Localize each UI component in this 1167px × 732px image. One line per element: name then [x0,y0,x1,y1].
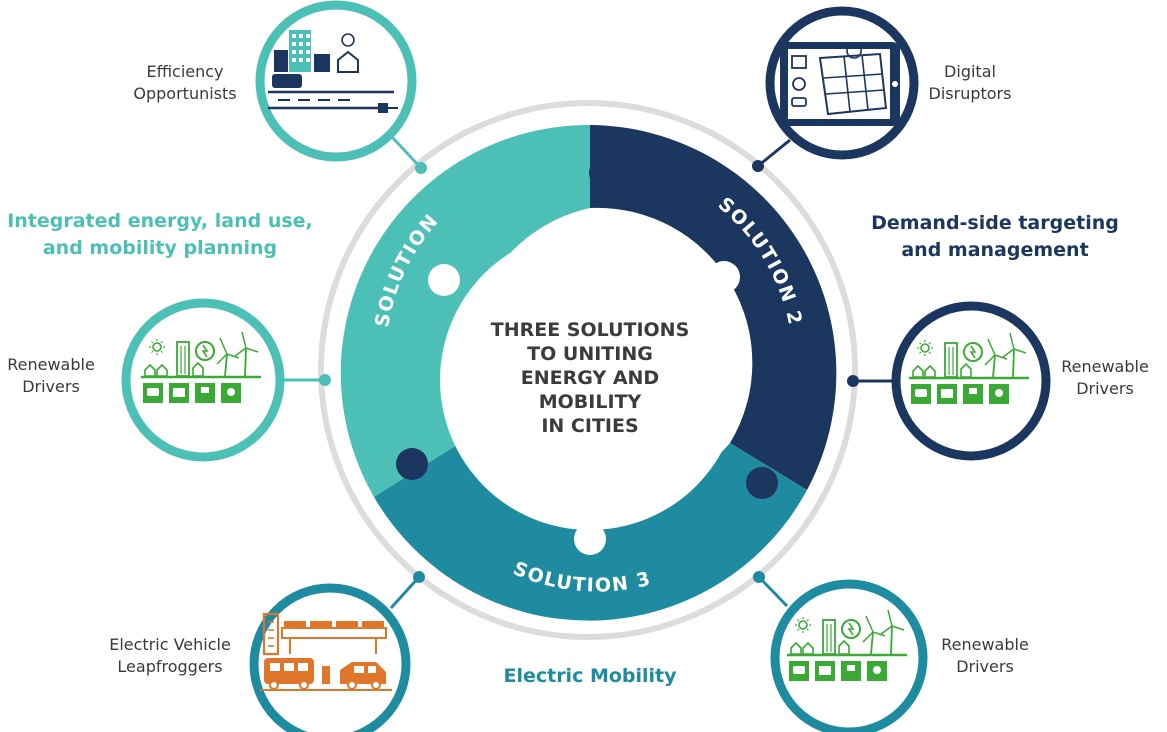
persona-label: Renewable Drivers [941,635,1029,676]
persona-renewable-drivers-left[interactable] [121,298,285,462]
outer-ring [318,100,858,640]
persona-efficiency-opportunists[interactable] [255,0,417,162]
persona-label: Efficiency Opportunists [133,62,237,103]
persona-renewable-drivers-right[interactable] [891,301,1051,461]
puzzle-knob [589,157,621,189]
solution-2-segment[interactable] [590,125,837,490]
puzzle-knob [708,261,740,293]
persona-digital-disruptors[interactable] [765,6,919,160]
tablet-map-icon [779,41,901,127]
solution-1-theme: Integrated energy, land use, and mobilit… [7,210,313,259]
persona-label: Renewable Drivers [1061,357,1149,398]
persona-label: Digital Disruptors [928,62,1012,103]
persona-ev-leapfroggers[interactable] [249,583,411,732]
persona-label: Electric Vehicle Leapfroggers [109,635,231,676]
solution-3-theme: Electric Mobility [503,665,677,687]
persona-renewable-drivers-bottom[interactable] [770,579,928,732]
persona-label: Renewable Drivers [7,355,95,396]
connectors [284,134,895,610]
puzzle-knob [428,264,460,296]
puzzle-knob [396,448,428,480]
puzzle-knob [574,523,606,555]
solution-2-theme: Demand-side targeting and management [871,212,1119,261]
center-disk [440,230,740,530]
puzzle-knob [746,467,778,499]
center-title: THREE SOLUTIONS TO UNITING ENERGY AND MO… [490,319,690,437]
solution-ring [340,124,837,621]
